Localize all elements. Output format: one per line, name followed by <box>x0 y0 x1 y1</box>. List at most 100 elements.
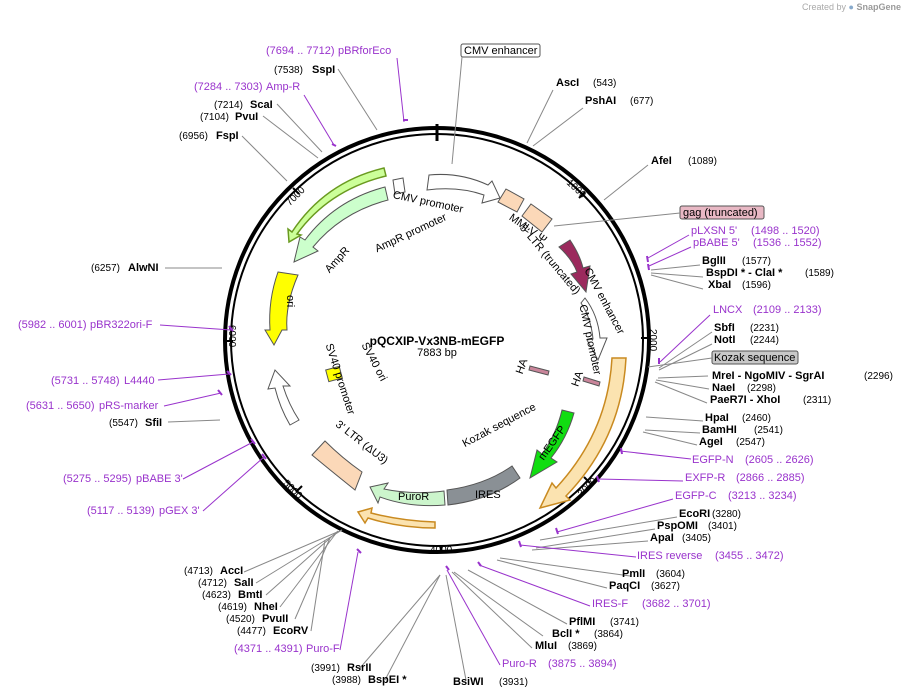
tick-label-4000: 4000 <box>430 545 453 556</box>
enzyme-sfii[interactable]: (5547)SfiI <box>109 417 162 429</box>
svg-text:(4713): (4713) <box>184 566 213 577</box>
enzyme-nhei[interactable]: (4619)NheI <box>218 601 278 613</box>
ampr-promoter-arrow[interactable] <box>392 177 406 195</box>
enzyme-rsrii[interactable]: (3991)RsrII <box>311 662 371 674</box>
primer-leader-lines <box>157 57 711 666</box>
primer-pgex3[interactable]: (5117 .. 5139)pGEX 3' <box>87 505 200 517</box>
cmv-promoter-arrow[interactable] <box>426 174 501 204</box>
enzyme-hpai[interactable]: HpaI(2460) <box>705 412 771 424</box>
plasmid-size: 7883 bp <box>417 347 457 359</box>
enzyme-pflmi[interactable]: PflMI(3741) <box>569 616 639 628</box>
primer-egfp-c[interactable]: EGFP-C(3213 .. 3234) <box>675 490 797 502</box>
svg-text:PaeR7I - XhoI: PaeR7I - XhoI <box>710 394 780 406</box>
enzyme-pvuii[interactable]: (4520)PvuII <box>226 613 288 625</box>
primer-plxsn5[interactable]: pLXSN 5'(1498 .. 1520) <box>691 225 820 237</box>
primer-puro-r[interactable]: Puro-R(3875 .. 3894) <box>502 658 617 670</box>
cmv-promoter-right-arrow[interactable] <box>580 297 608 362</box>
enzyme-xbai[interactable]: XbaI(1596) <box>708 279 771 291</box>
ha-feature-1[interactable] <box>528 365 550 376</box>
primer-lncx[interactable]: LNCX(2109 .. 2133) <box>713 304 822 316</box>
enzyme-bspdi-clai[interactable]: BspDI * - ClaI *(1589) <box>706 267 834 279</box>
svg-text:(2231): (2231) <box>750 323 779 334</box>
enzyme-fspi[interactable]: (6956)FspI <box>179 130 239 142</box>
enzyme-bsiwi[interactable]: BsiWI(3931) <box>453 676 528 688</box>
primer-ires-reverse[interactable]: IRES reverse(3455 .. 3472) <box>637 550 784 562</box>
tick-label-6000: 6000 <box>226 325 237 348</box>
orf-ampr-arc[interactable] <box>287 167 387 244</box>
tick-2000: 2000 <box>641 329 658 352</box>
enzyme-acci[interactable]: (4713)AccI <box>184 565 243 577</box>
ltr3-feature[interactable] <box>311 440 363 491</box>
enzyme-sali[interactable]: (4712)SalI <box>198 577 254 589</box>
gag-box[interactable]: gag (truncated) <box>553 205 765 227</box>
enzyme-noti[interactable]: NotI(2244) <box>714 334 779 346</box>
svg-text:(3604): (3604) <box>656 569 685 580</box>
primer-pbr322ori-f[interactable]: (5982 .. 6001)pBR322ori-F <box>18 319 153 331</box>
enzyme-bspei[interactable]: (3988)BspEI * <box>332 674 407 686</box>
enzyme-ecorv[interactable]: (4477)EcoRV <box>237 625 309 637</box>
enzyme-agei[interactable]: AgeI(2547) <box>699 436 765 448</box>
svg-text:ScaI: ScaI <box>250 99 273 111</box>
enzyme-scai[interactable]: (7214)ScaI <box>214 99 273 111</box>
enzyme-bcli[interactable]: BclI *(3864) <box>552 628 623 640</box>
enzyme-apai[interactable]: ApaI(3405) <box>650 532 711 544</box>
primer-pbabe5[interactable]: pBABE 5'(1536 .. 1552) <box>693 237 822 249</box>
mmlv-psi-feature[interactable] <box>497 188 525 213</box>
primer-puro-f[interactable]: (4371 .. 4391)Puro-F <box>234 643 340 655</box>
leader-lines <box>165 68 713 681</box>
svg-text:MreI - NgoMIV - SgrAI: MreI - NgoMIV - SgrAI <box>712 370 824 382</box>
svg-text:(677): (677) <box>630 96 653 107</box>
svg-text:SspI: SspI <box>312 64 335 76</box>
ires-feature[interactable] <box>446 465 521 506</box>
sv40-ori-feature[interactable] <box>325 365 343 383</box>
ori-feature[interactable] <box>264 271 299 347</box>
enzyme-ecori[interactable]: EcoRI(3280) <box>679 508 741 520</box>
enzyme-naei[interactable]: NaeI(2298) <box>712 382 776 394</box>
enzyme-bamhi[interactable]: BamHI(2541) <box>702 424 783 436</box>
primer-prs-marker[interactable]: (5631 .. 5650)pRS-marker <box>26 400 159 412</box>
enzyme-paer7i-xhoi[interactable]: PaeR7I - XhoI(2311) <box>710 394 831 406</box>
enzyme-mrei-ngomiv-sgrai[interactable]: MreI - NgoMIV - SgrAI(2296) <box>712 370 893 382</box>
svg-text:PvuII: PvuII <box>262 613 288 625</box>
ltr5-feature[interactable] <box>521 203 553 233</box>
primer-amp-r[interactable]: (7284 .. 7303)Amp-R <box>194 81 300 93</box>
svg-text:(6956): (6956) <box>179 131 208 142</box>
ampr-arrow[interactable] <box>293 186 389 263</box>
enzyme-pshai[interactable]: PshAI(677) <box>585 95 653 107</box>
orf-puro-arc[interactable] <box>356 506 436 529</box>
enzyme-pmli[interactable]: PmlI(3604) <box>622 568 685 580</box>
primer-pbrforeco[interactable]: (7694 .. 7712)pBRforEco <box>266 45 391 57</box>
enzyme-bglii[interactable]: BglII(1577) <box>702 255 771 267</box>
svg-text:(7694 .. 7712): (7694 .. 7712) <box>266 45 335 57</box>
enzyme-paqci[interactable]: PaqCI(3627) <box>609 580 680 592</box>
svg-text:(2605 .. 2626): (2605 .. 2626) <box>745 454 814 466</box>
megfp-arrow[interactable] <box>529 409 575 480</box>
enzyme-alwni[interactable]: (6257)AlwNI <box>91 262 159 274</box>
enzyme-pvui[interactable]: (7104)PvuI <box>200 111 258 123</box>
enzyme-bmti[interactable]: (4623)BmtI <box>202 589 262 601</box>
primer-ires-f[interactable]: IRES-F(3682 .. 3701) <box>592 598 711 610</box>
enzyme-afei[interactable]: AfeI(1089) <box>651 155 717 167</box>
svg-text:(1596): (1596) <box>742 280 771 291</box>
puror-arrow[interactable] <box>369 482 446 507</box>
primer-l4440[interactable]: (5731 .. 5748)L4440 <box>51 375 155 387</box>
enzyme-sspi[interactable]: (7538)SspI <box>274 64 335 76</box>
primer-egfp-n[interactable]: EGFP-N(2605 .. 2626) <box>692 454 814 466</box>
sv40-promoter-arrow[interactable] <box>267 369 300 426</box>
cmv-enhancer-box[interactable]: CMV enhancer <box>451 43 541 165</box>
enzyme-mlui[interactable]: MluI(3869) <box>535 640 597 652</box>
enzyme-asci[interactable]: AscI(543) <box>556 77 616 89</box>
primer-pbabe3[interactable]: (5275 .. 5295) pBABE 3' <box>63 473 183 485</box>
primer-exfp-r[interactable]: EXFP-R(2866 .. 2885) <box>685 472 805 484</box>
cmv-enhancer-arrow[interactable] <box>558 239 591 294</box>
orf-egfp-arc[interactable] <box>538 357 627 510</box>
svg-text:pBABE 3': pBABE 3' <box>136 473 183 485</box>
enzyme-pspomi[interactable]: PspOMI(3401) <box>657 520 737 532</box>
svg-text:(5631 .. 5650): (5631 .. 5650) <box>26 400 95 412</box>
svg-text:BclI *: BclI * <box>552 628 580 640</box>
enzyme-sbfi[interactable]: SbfI(2231) <box>714 322 779 334</box>
ha-feature-2[interactable] <box>582 376 601 387</box>
svg-text:(5275 .. 5295): (5275 .. 5295) <box>63 473 132 485</box>
kozak-box[interactable]: Kozak sequence <box>647 350 799 368</box>
